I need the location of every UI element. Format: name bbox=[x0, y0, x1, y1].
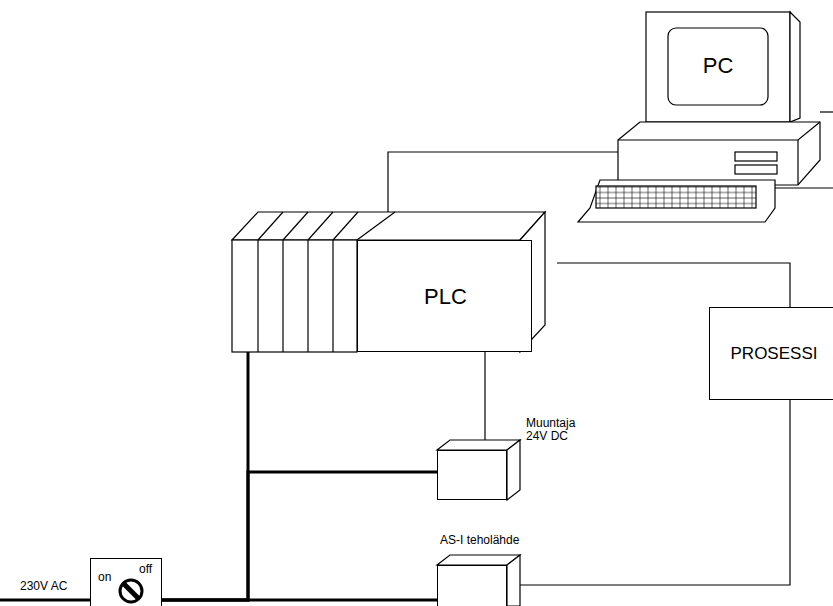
module-edge bbox=[332, 240, 333, 352]
converter-box: Muuntaja 24V DC bbox=[437, 450, 507, 500]
disk-drive bbox=[735, 165, 777, 174]
node-text: PROSESSI bbox=[710, 308, 833, 401]
power-wire bbox=[162, 472, 437, 600]
case-edge bbox=[618, 122, 820, 140]
keyboard bbox=[578, 180, 775, 222]
box-top bbox=[437, 440, 520, 450]
module-edge bbox=[257, 240, 258, 352]
plc-module bbox=[232, 240, 357, 352]
node-text: PLC bbox=[358, 241, 533, 353]
module-edge bbox=[307, 240, 308, 352]
box-side bbox=[507, 440, 520, 500]
computer: PC bbox=[618, 12, 820, 185]
signal-wire bbox=[557, 263, 790, 307]
monitor-side bbox=[790, 12, 800, 122]
keyboard-keys bbox=[596, 186, 756, 208]
signal-wire bbox=[520, 400, 790, 585]
plc-top bbox=[232, 212, 545, 240]
signal-wire bbox=[484, 352, 485, 440]
power-wire bbox=[162, 352, 248, 600]
module-edge bbox=[282, 240, 283, 352]
power-supply-box: AS-I teholähde bbox=[437, 565, 507, 606]
module-edge bbox=[357, 212, 395, 240]
computer-case bbox=[618, 122, 820, 185]
mains-wire bbox=[0, 599, 90, 602]
voltage-label: 230V AC bbox=[20, 580, 67, 593]
signal-wire bbox=[388, 152, 618, 212]
node-text: AS-I teholähde bbox=[440, 534, 519, 547]
module-edge bbox=[283, 212, 308, 240]
cable bbox=[820, 111, 833, 112]
node-text: on bbox=[98, 571, 111, 584]
module-edge bbox=[333, 212, 358, 240]
node-text: Muuntaja 24V DC bbox=[526, 417, 588, 443]
node-text: PC bbox=[668, 28, 768, 105]
power-wire bbox=[162, 599, 437, 602]
box-top bbox=[437, 555, 520, 565]
disk-drive bbox=[735, 152, 777, 161]
case-edge bbox=[797, 140, 798, 185]
main-switch: on off bbox=[90, 558, 162, 606]
cable bbox=[775, 187, 833, 188]
plc-box: PLC bbox=[357, 240, 532, 352]
module-edge bbox=[308, 212, 333, 240]
module-edge bbox=[258, 212, 283, 240]
process-box: PROSESSI bbox=[709, 307, 833, 400]
box-side bbox=[507, 555, 520, 606]
monitor-screen bbox=[668, 28, 768, 105]
monitor-body bbox=[646, 12, 790, 122]
node-text: off bbox=[139, 563, 152, 576]
